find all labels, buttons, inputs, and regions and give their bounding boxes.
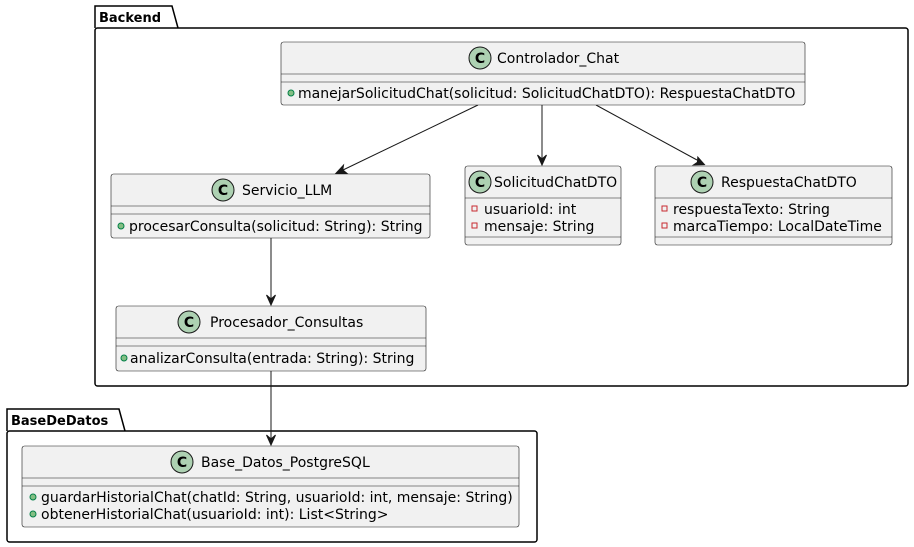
class-stereotype-icon: [468, 46, 492, 70]
class-controlador-chat: C Controlador_Chat manejarSolicitudChat(…: [280, 41, 806, 106]
class-name: Controlador_Chat: [497, 51, 620, 67]
class-method: analizarConsulta(entrada: String): Strin…: [130, 351, 414, 367]
class-stereotype-icon: [170, 450, 194, 474]
class-box: [21, 445, 520, 528]
class-base-datos-postgresql: C Base_Datos_PostgreSQL guardarHistorial…: [21, 445, 520, 528]
relation-controlador-to-respuesta: [595, 104, 706, 166]
class-name: Servicio_LLM: [242, 183, 332, 199]
class-attribute: marcaTiempo: LocalDateTime: [673, 219, 882, 235]
class-stereotype-letter: C: [475, 175, 485, 191]
class-procesador-consultas: C Procesador_Consultas analizarConsulta(…: [115, 305, 427, 372]
class-name: Base_Datos_PostgreSQL: [201, 455, 370, 471]
class-stereotype-letter: C: [177, 455, 187, 471]
arrowhead: [266, 434, 276, 447]
class-box: [654, 165, 893, 246]
public-visibility-icon: [29, 493, 37, 501]
class-method: guardarHistorialChat(chatId: String, usu…: [41, 490, 513, 506]
package-basededatos-tab: [6, 408, 126, 432]
arrowhead: [266, 294, 276, 307]
class-attribute: usuarioId: int: [484, 202, 577, 218]
package-backend-label: Backend: [99, 11, 161, 26]
class-stereotype-letter: C: [184, 315, 194, 331]
class-stereotype-letter: C: [475, 51, 485, 67]
class-stereotype-letter: C: [697, 175, 707, 191]
class-attribute: respuestaTexto: String: [673, 202, 830, 218]
class-stereotype-icon: [211, 178, 235, 202]
class-solicitud-chat-dto: C SolicitudChatDTO usuarioId: int mensaj…: [464, 165, 622, 246]
class-servicio-llm: C Servicio_LLM procesarConsulta(solicitu…: [110, 173, 431, 239]
public-visibility-icon: [29, 510, 37, 518]
arrowhead: [537, 154, 547, 167]
private-visibility-icon: [661, 222, 668, 229]
private-visibility-icon: [471, 222, 478, 229]
class-box: [280, 41, 806, 106]
arrowhead: [691, 155, 706, 166]
private-visibility-icon: [471, 205, 478, 212]
class-method: obtenerHistorialChat(usuarioId: int): Li…: [41, 507, 388, 523]
class-respuesta-chat-dto: C RespuestaChatDTO respuestaTexto: Strin…: [654, 165, 893, 246]
class-name: SolicitudChatDTO: [494, 175, 617, 191]
public-visibility-icon: [287, 89, 295, 97]
package-basededatos-label: BaseDeDatos: [11, 414, 109, 429]
class-method: procesarConsulta(solicitud: String): Str…: [129, 219, 422, 235]
class-method: manejarSolicitudChat(solicitud: Solicitu…: [298, 86, 795, 102]
class-name: Procesador_Consultas: [210, 315, 363, 331]
class-stereotype-letter: C: [218, 183, 228, 199]
relation-controlador-to-solicitud: [537, 105, 547, 167]
public-visibility-icon: [117, 222, 125, 230]
package-backend-tab: [94, 5, 179, 29]
class-box: [464, 165, 622, 246]
class-stereotype-icon: [690, 170, 714, 194]
public-visibility-icon: [120, 354, 128, 362]
class-stereotype-icon: [177, 310, 201, 334]
relation-procesador-to-basedatos: [266, 371, 276, 447]
class-attribute: mensaje: String: [484, 219, 594, 235]
private-visibility-icon: [661, 205, 668, 212]
class-stereotype-icon: [468, 170, 492, 194]
relation-servicio-to-procesador: [266, 238, 276, 307]
class-name: RespuestaChatDTO: [721, 175, 857, 191]
